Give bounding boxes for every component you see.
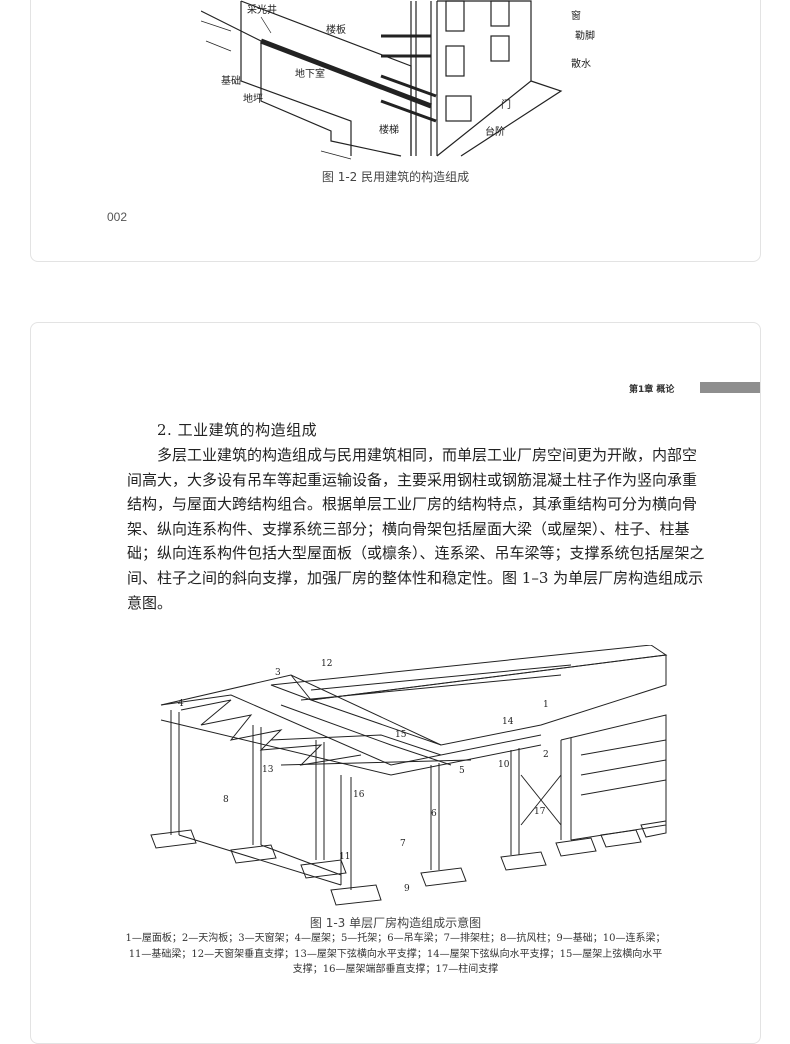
page-number: 002 [107,210,128,224]
callout-13: 13 [262,765,274,775]
callout-10: 10 [498,760,510,770]
legend-line: 1—屋面板；2—天沟板；3—天窗架；4—屋架；5—托架；6—吊车梁；7—排架柱；… [125,933,666,944]
paragraph-line: 间、柱子之间的斜向支撑，加强厂房的整体性和稳定性。图 1–3 为单层厂房构造组成… [127,568,704,587]
body-paragraph: 多层工业建筑的构造组成与民用建筑相同，而单层工业厂房空间更为开敞，内部空 间高大… [127,443,705,615]
callout-8: 8 [223,795,229,805]
paragraph-line: 础；纵向连系构件包括大型屋面板（或檩条）、连系梁、吊车梁等；支撑系统包括屋架之 [127,544,705,563]
callout-15: 15 [395,730,407,740]
label-stairs: 楼梯 [379,123,399,136]
callout-12: 12 [321,659,332,669]
figure-caption: 图 1-3 单层厂房构造组成示意图 [309,916,482,930]
callout-5: 5 [459,766,465,776]
callout-11: 11 [339,852,350,862]
label-ground-floor: 地坪 [243,92,263,105]
label-lighting-well: 采光井 [247,3,277,16]
callout-16: 16 [353,790,365,800]
figure-1-3-industrial-building: 1 2 3 4 5 6 7 8 9 10 11 12 13 14 15 16 1… [150,645,668,906]
paragraph-line: 多层工业建筑的构造组成与民用建筑相同，而单层工业厂房空间更为开敞，内部空 [157,446,698,464]
label-door: 门 [501,98,511,111]
running-header-chapter: 第1章 概论 [629,385,675,395]
label-basement: 地下室 [295,67,325,80]
label-plinth: 勒脚 [575,29,595,42]
section-heading: 2. 工业建筑的构造组成 [157,421,318,439]
legend-line: 支撑；16—屋架端部垂直支撑；17—柱间支撑 [292,964,499,975]
callout-9: 9 [404,884,410,894]
chapter-tab-bar [700,382,760,393]
label-floor-slab: 楼板 [326,23,346,36]
callout-2: 2 [543,750,549,760]
figure-legend: 1—屋面板；2—天沟板；3—天窗架；4—屋架；5—托架；6—吊车梁；7—排架柱；… [31,931,760,978]
paragraph-line: 结构，与屋面大跨结构组合。根据单层工业厂房的结构特点，其承重结构可分为横向骨 [127,495,698,514]
callout-17: 17 [534,807,546,817]
callout-6: 6 [431,809,437,819]
callout-7: 7 [400,839,406,849]
label-foundation: 基础 [221,74,241,87]
page-003: 第1章 概论 2. 工业建筑的构造组成 多层工业建筑的构造组成与民用建筑相同，而… [30,322,761,1044]
paragraph-line: 间高大，大多设有吊车等起重运输设备，主要采用钢柱或钢筋混凝土柱子作为竖向承重 [127,470,698,489]
label-steps: 台阶 [485,125,505,138]
label-apron: 散水 [571,57,591,70]
callout-1: 1 [543,700,549,710]
callout-14: 14 [502,717,514,727]
paragraph-line: 架、纵向连系构件、支撑系统三部分；横向骨架包括屋面大梁（或屋架）、柱子、柱基 [127,519,690,538]
figure-caption: 图 1-2 民用建筑的构造组成 [321,170,470,184]
page-002: 采光井 楼板 窗 勒脚 散水 基础 地下室 地坪 门 楼梯 台阶 图 1-2 民… [30,0,761,262]
paragraph-line: 意图。 [127,593,173,612]
figure-1-2-civil-building: 采光井 楼板 窗 勒脚 散水 基础 地下室 地坪 门 楼梯 台阶 [201,0,595,160]
legend-line: 11—基础梁；12—天窗架垂直支撑；13—屋架下弦横向水平支撑；14—屋架下弦纵… [128,948,663,960]
callout-3: 3 [275,668,281,678]
callout-4: 4 [178,699,184,709]
label-window: 窗 [571,9,581,22]
